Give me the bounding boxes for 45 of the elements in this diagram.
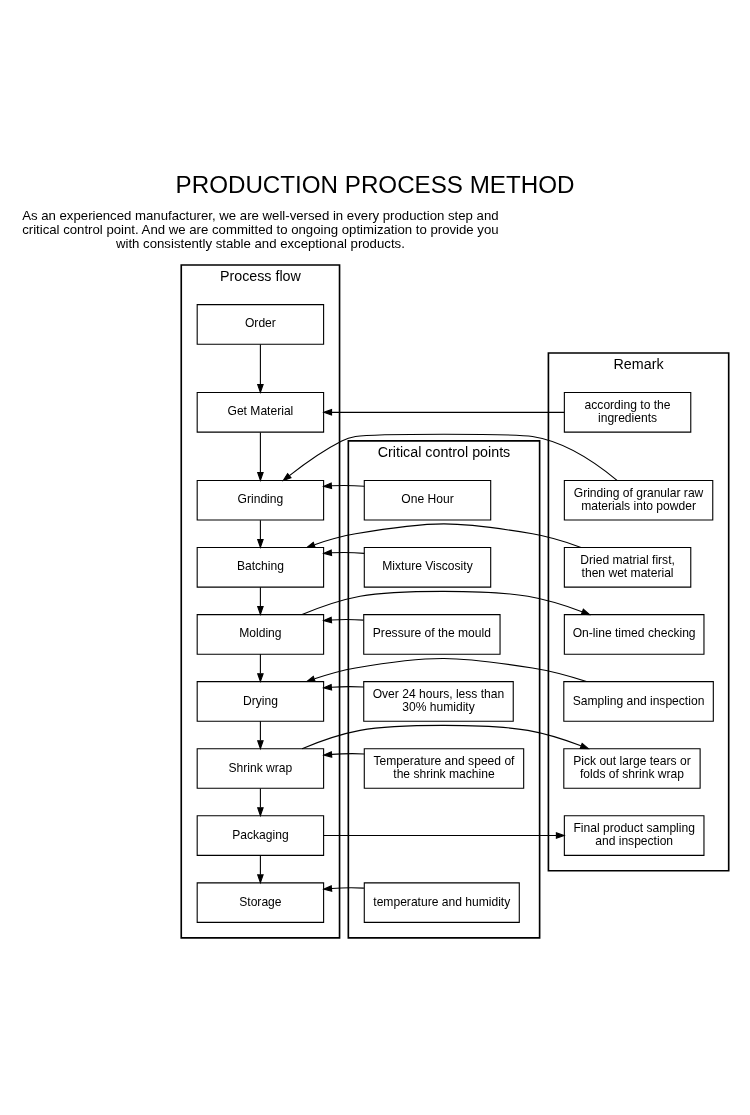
node-box: Order	[196, 303, 325, 345]
node-box: Over 24 hours, less than 30% humidity	[363, 680, 514, 722]
arrow	[301, 590, 592, 615]
arrow	[256, 586, 264, 616]
arrow	[256, 653, 264, 683]
node-box: temperature and humidity	[363, 881, 520, 923]
node-box: Grinding of granular raw materials into powder	[563, 479, 714, 521]
node-box: Sampling and inspection	[563, 680, 714, 722]
arrow	[322, 481, 365, 489]
node-box: Packaging	[196, 814, 325, 856]
node-box: Shrink wrap	[196, 747, 325, 789]
arrow	[256, 787, 264, 817]
node-box: Dried matrial first, then wet material	[563, 546, 692, 588]
node-box: Pressure of the mould	[363, 613, 501, 655]
arrow	[322, 884, 365, 892]
arrow	[256, 854, 264, 884]
arrow	[322, 616, 364, 623]
node-box: Get Material	[196, 391, 325, 433]
node-box: One Hour	[363, 479, 492, 521]
label: As an experienced manufacturer, we are well-versed in every production step and critical control point. And we are committed to ongoing optimization to provide you with consistently stable and exceptional products.	[22, 207, 499, 251]
arrow	[323, 831, 566, 839]
arrow	[256, 720, 264, 750]
node-box: On-line timed checking	[563, 613, 705, 655]
arrow	[322, 750, 365, 758]
node-box: Molding	[196, 613, 325, 655]
node-box: Grinding	[196, 479, 325, 521]
arrow	[322, 683, 365, 691]
arrow	[322, 548, 365, 556]
node-box: Drying	[196, 680, 325, 722]
node-box: Temperature and speed of the shrink machine	[363, 747, 525, 789]
node-box: Pick out large tears or folds of shrink wrap	[563, 747, 701, 789]
arrow	[256, 343, 264, 394]
node-box: Final product sampling and inspection	[563, 814, 705, 856]
arrow	[322, 408, 565, 416]
arrow	[305, 657, 587, 682]
arrow	[301, 724, 590, 749]
diagram-title: PRODUCTION PROCESS METHOD	[175, 170, 575, 198]
node-box: Mixture Viscosity	[363, 546, 492, 588]
node-box: Storage	[196, 881, 325, 923]
node-box: according to the ingredients	[563, 391, 692, 433]
arrow	[256, 519, 264, 549]
node-box: Batching	[196, 546, 325, 588]
arrow	[256, 431, 264, 482]
arrow	[305, 522, 582, 548]
arrow	[282, 433, 618, 482]
